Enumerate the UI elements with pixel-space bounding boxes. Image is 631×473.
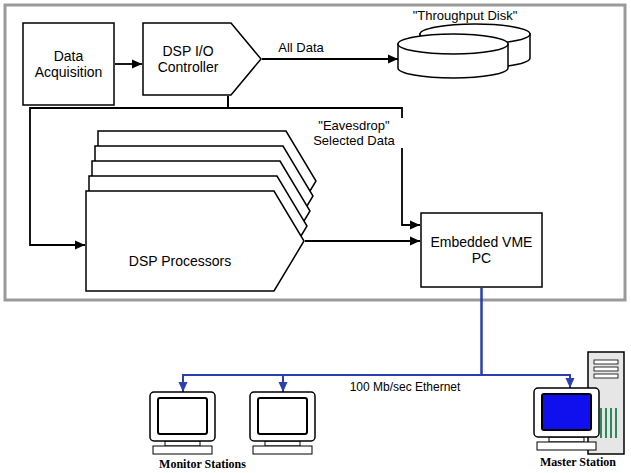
arrowhead — [566, 378, 575, 388]
data-acquisition-box: Data Acquisition — [22, 22, 115, 106]
connector-line — [262, 58, 398, 60]
edge-label: 100 Mb/sec Ethernet — [333, 380, 477, 395]
enclosure-outline — [5, 5, 625, 300]
edge-label: "Eavesdrop" Selected Data — [305, 118, 403, 148]
node-label: Monitor Stations — [140, 456, 265, 471]
io-controller: DSP I/O Controller — [142, 22, 262, 96]
arrowhead — [410, 237, 420, 246]
arrowhead — [388, 55, 398, 64]
disk-drum — [398, 34, 508, 78]
node-label: Embedded VME PC — [424, 212, 539, 288]
data-flow-arrow — [305, 237, 420, 246]
connector-line — [183, 288, 482, 392]
controller-shape — [143, 23, 261, 95]
dsp-stack: DSP Processors — [85, 190, 305, 292]
monitor-icon — [150, 392, 215, 454]
arrowhead — [410, 221, 420, 230]
node-label: Master Station — [530, 454, 626, 469]
vme-pc-box: Embedded VME PC — [420, 212, 543, 288]
node-label: "Throughput Disk" — [395, 6, 535, 24]
edge-label: All Data — [268, 40, 334, 55]
arrowhead — [179, 382, 188, 392]
node-label: DSP I/O Controller — [146, 22, 230, 96]
process-box — [23, 23, 114, 105]
arrowhead — [75, 241, 85, 250]
data-flow-arrow — [115, 60, 142, 69]
connector-line — [305, 240, 420, 242]
connector-line — [482, 288, 571, 388]
arrowhead — [279, 382, 288, 392]
monitor-stations: Monitor Stations — [140, 392, 325, 472]
node-label: Data Acquisition — [26, 22, 111, 106]
data-flow-arrow — [262, 55, 398, 64]
master-station: Master Station — [530, 388, 626, 470]
node-label: DSP Processors — [85, 230, 275, 292]
disk-storage: "Throughput Disk" — [395, 6, 535, 82]
ethernet-link — [179, 288, 482, 392]
process-box — [421, 213, 542, 287]
ethernet-link — [482, 288, 575, 388]
monitor-icon — [250, 392, 315, 454]
dsp-card — [86, 191, 304, 291]
monitor-icon — [534, 388, 599, 450]
node-outline — [85, 190, 305, 292]
arrowhead — [132, 60, 142, 69]
